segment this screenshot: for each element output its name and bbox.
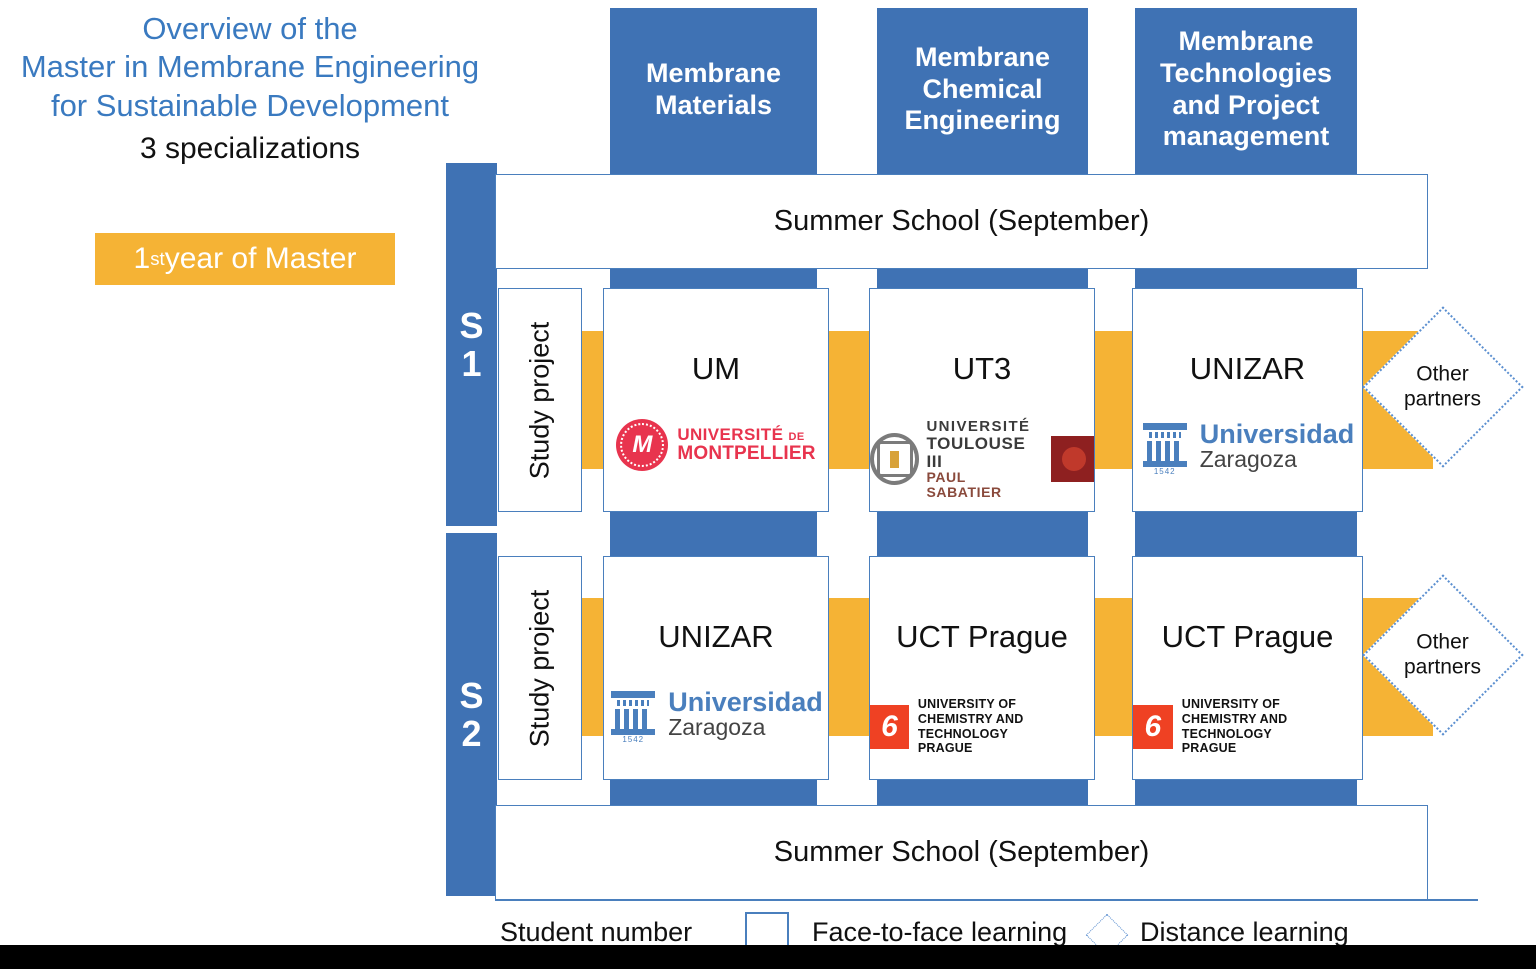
course-cell-university-name: UCT Prague bbox=[1161, 619, 1334, 654]
legend-divider bbox=[495, 899, 1478, 901]
specialization-header-membrane-chemical-engineering[interactable]: Membrane Chemical Engineering bbox=[877, 8, 1088, 171]
toulouse-logo-line2: TOULOUSE III bbox=[926, 433, 1026, 471]
course-cell-s2-membrane-chemical-engineering[interactable]: UCT Prague 6 UNIVERSITY OF CHEMISTRY AND… bbox=[869, 556, 1095, 780]
uct-logo-line3: PRAGUE bbox=[917, 741, 973, 756]
year-number: 1 bbox=[133, 242, 151, 275]
zaragoza-logo-year: 1542 bbox=[1153, 467, 1176, 476]
study-project-label: Study project bbox=[524, 589, 555, 747]
uct-logo-line3: PRAGUE bbox=[1181, 741, 1237, 756]
orange-connector-s1-a bbox=[582, 331, 604, 469]
zaragoza-logo-year: 1542 bbox=[622, 735, 645, 744]
montpellier-seal-icon: M bbox=[616, 419, 669, 471]
course-cell-s1-membrane-chemical-engineering[interactable]: UT3 UNIVERSITÉ TOULOUSE III PAUL SABATIE… bbox=[869, 288, 1095, 512]
title-line-1: Overview of the bbox=[142, 11, 358, 46]
specialization-header-label: Membrane Technologies and Project manage… bbox=[1159, 25, 1333, 152]
summer-school-label: Summer School (September) bbox=[773, 205, 1150, 237]
course-cell-s1-membrane-materials[interactable]: UM M UNIVERSITÉ DE MONTPELLIER bbox=[603, 288, 829, 512]
course-cell-university-name: UCT Prague bbox=[896, 619, 1068, 654]
toulouse-logo-line1: UNIVERSITÉ bbox=[926, 418, 1031, 435]
toulouse-emblem-icon bbox=[870, 433, 920, 486]
montpellier-seal-letter: M bbox=[632, 431, 653, 458]
uct-logo-line2: CHEMISTRY AND TECHNOLOGY bbox=[917, 711, 1024, 741]
zaragoza-building-icon: 1542 bbox=[1141, 419, 1189, 476]
summer-school-bottom[interactable]: Summer School (September) bbox=[495, 805, 1428, 900]
page-subtitle: 3 specializations bbox=[139, 132, 361, 165]
semester-code-letter: S bbox=[459, 304, 484, 346]
summer-school-top[interactable]: Summer School (September) bbox=[495, 174, 1428, 269]
semester-code-number: 1 bbox=[461, 342, 482, 384]
study-project-s2[interactable]: Study project bbox=[498, 556, 582, 780]
other-partners-line2: partners bbox=[1404, 655, 1482, 679]
orange-connector-s2-a bbox=[582, 598, 604, 736]
uct-prague-flask-icon: 6 bbox=[870, 704, 909, 749]
uct-prague-logo: 6 UNIVERSITY OF CHEMISTRY AND TECHNOLOGY… bbox=[870, 697, 1094, 756]
other-partners-line1: Other bbox=[1416, 630, 1470, 654]
semester-code-number: 2 bbox=[461, 712, 482, 754]
uct-mark-glyph: 6 bbox=[881, 709, 898, 743]
montpellier-logo-line1-small: DE bbox=[788, 430, 805, 443]
specialization-header-label: Membrane Materials bbox=[645, 57, 782, 120]
summer-school-label: Summer School (September) bbox=[773, 836, 1150, 868]
uct-logo-line1: UNIVERSITY OF bbox=[1181, 697, 1280, 711]
legend-student-number-label: Student number bbox=[500, 917, 693, 947]
zaragoza-building-icon: 1542 bbox=[609, 687, 657, 744]
course-cell-s1-membrane-technologies[interactable]: UNIZAR 1542 Universidad Zaragoza bbox=[1132, 288, 1363, 512]
course-cell-s2-membrane-technologies[interactable]: UCT Prague 6 UNIVERSITY OF CHEMISTRY AND… bbox=[1132, 556, 1363, 780]
page-title: Overview of the Master in Membrane Engin… bbox=[0, 10, 500, 125]
uct-logo-line1: UNIVERSITY OF bbox=[917, 697, 1017, 711]
universidad-zaragoza-logo: 1542 Universidad Zaragoza bbox=[1133, 419, 1362, 476]
course-cell-s2-membrane-materials[interactable]: UNIZAR 1542 Universidad Zaragoza bbox=[603, 556, 829, 780]
uct-prague-flask-icon: 6 bbox=[1133, 704, 1173, 749]
semester-bar-s1[interactable]: S 1 bbox=[446, 163, 497, 526]
universite-de-montpellier-logo: M UNIVERSITÉ DE MONTPELLIER bbox=[604, 419, 828, 471]
zaragoza-logo-line2: Zaragoza bbox=[1199, 446, 1297, 472]
course-cell-university-name: UNIZAR bbox=[658, 619, 774, 654]
uct-prague-logo: 6 UNIVERSITY OF CHEMISTRY AND TECHNOLOGY… bbox=[1133, 697, 1362, 756]
uct-logo-line2: CHEMISTRY AND TECHNOLOGY bbox=[1181, 711, 1288, 741]
specialization-header-membrane-technologies-and-project-management[interactable]: Membrane Technologies and Project manage… bbox=[1135, 8, 1357, 171]
zaragoza-logo-line2: Zaragoza bbox=[668, 714, 766, 740]
specialization-header-label: Membrane Chemical Engineering bbox=[904, 41, 1061, 136]
course-cell-university-name: UNIZAR bbox=[1189, 351, 1306, 386]
montpellier-logo-line2: MONTPELLIER bbox=[677, 442, 816, 464]
course-cell-university-name: UM bbox=[691, 351, 741, 386]
uct-mark-glyph: 6 bbox=[1144, 709, 1162, 743]
study-project-s1[interactable]: Study project bbox=[498, 288, 582, 512]
toulouse-logo-line3: PAUL SABATIER bbox=[926, 469, 1002, 501]
legend-distance-learning-label: Distance learning bbox=[1140, 917, 1349, 947]
specialization-header-membrane-materials[interactable]: Membrane Materials bbox=[610, 8, 817, 171]
semester-code-letter: S bbox=[459, 674, 484, 716]
title-line-2: Master in Membrane Engineering bbox=[20, 49, 480, 85]
zaragoza-logo-line1: Universidad bbox=[1199, 419, 1355, 449]
legend-face-to-face-label: Face-to-face learning bbox=[812, 917, 1068, 947]
bottom-black-bar bbox=[0, 945, 1536, 969]
zaragoza-logo-line1: Universidad bbox=[668, 687, 823, 717]
course-cell-university-name: UT3 bbox=[952, 351, 1012, 386]
montpellier-logo-line1: UNIVERSITÉ bbox=[677, 424, 784, 444]
year-label: year of Master bbox=[164, 242, 357, 275]
other-partners-line1: Other bbox=[1416, 362, 1470, 386]
universidad-zaragoza-logo: 1542 Universidad Zaragoza bbox=[604, 687, 828, 744]
title-line-3: for Sustainable Development bbox=[50, 87, 450, 123]
study-project-label: Study project bbox=[524, 321, 555, 479]
universite-toulouse-iii-paul-sabatier-logo: UNIVERSITÉ TOULOUSE III PAUL SABATIER bbox=[870, 419, 1094, 500]
semester-bar-s2[interactable]: S 2 bbox=[446, 533, 497, 896]
toulouse-federal-badge-icon bbox=[1050, 436, 1094, 483]
other-partners-line2: partners bbox=[1404, 387, 1482, 411]
